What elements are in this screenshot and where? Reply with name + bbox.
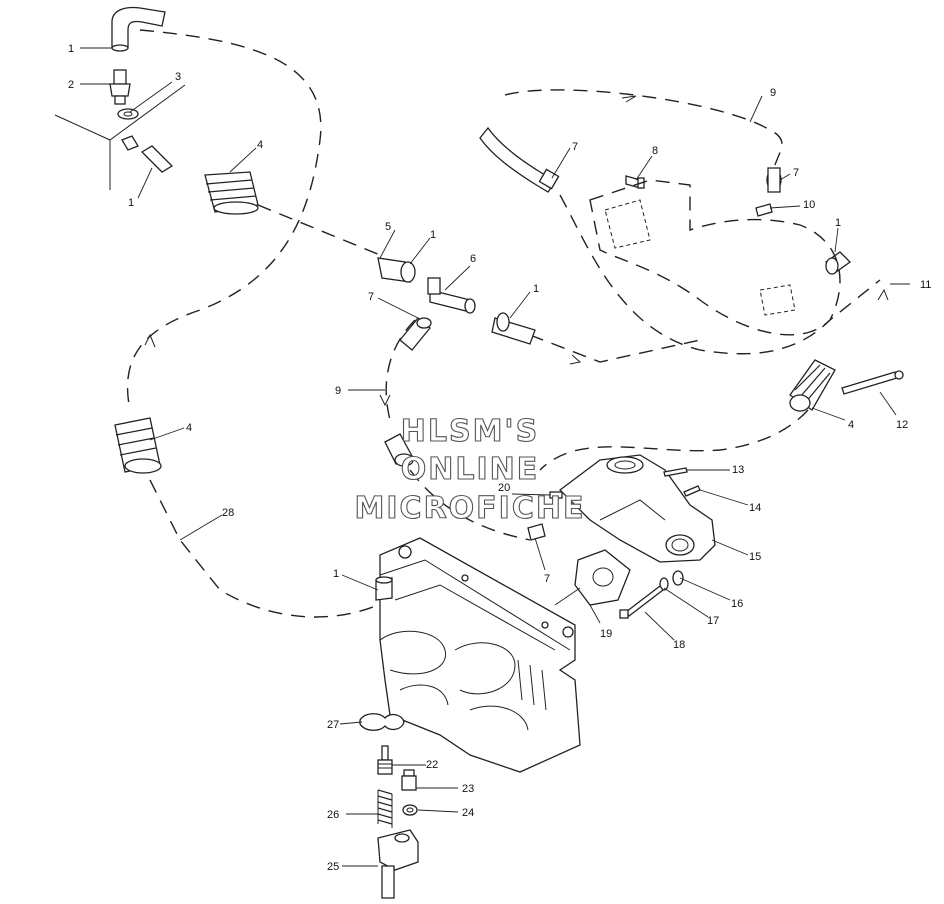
callout-25: 25 — [327, 861, 339, 873]
callout-1: 1 — [835, 217, 841, 229]
fitting-part-1-right — [824, 251, 852, 275]
spring-part-26 — [377, 789, 393, 828]
flow-arrow-left — [144, 333, 156, 348]
hose-elbow-top — [111, 6, 166, 52]
watermark-line-2: ONLINE — [401, 452, 540, 487]
valve-part-22 — [377, 745, 393, 775]
callout-12: 12 — [896, 419, 908, 431]
fitting-part-8 — [625, 175, 645, 189]
callout-27: 27 — [327, 719, 339, 731]
callout-4: 4 — [257, 139, 263, 151]
gasket-part-27 — [359, 713, 405, 731]
callout-1: 1 — [128, 197, 134, 209]
callout-26: 26 — [327, 809, 339, 821]
fitting-part-23 — [401, 769, 417, 791]
callout-24: 24 — [462, 807, 474, 819]
carburetor-body-part-25 — [377, 829, 419, 899]
bellows-coupler-part-4 — [204, 171, 259, 215]
bolt-part-18 — [619, 585, 664, 619]
callout-6: 6 — [470, 253, 476, 265]
pump-housing-outline — [589, 179, 841, 336]
hose-part-1-mid — [491, 312, 536, 345]
watermark-line-1: HLSM'S — [401, 414, 539, 449]
hose-part-7-middle — [384, 433, 414, 467]
callout-4: 4 — [186, 422, 192, 434]
screw-part-14 — [683, 485, 701, 497]
exhaust-manifold-part-15 — [559, 454, 716, 563]
flow-arrow-right — [877, 288, 889, 301]
flow-arrow-down — [379, 394, 391, 407]
callout-9: 9 — [770, 87, 776, 99]
washer-part-3 — [117, 108, 139, 120]
callout-22: 22 — [426, 759, 438, 771]
screw-part-13 — [663, 467, 688, 477]
hose-part-7-left — [399, 317, 432, 351]
callout-7: 7 — [572, 141, 578, 153]
callout-8: 8 — [652, 145, 658, 157]
callout-23: 23 — [462, 783, 474, 795]
callout-1: 1 — [430, 229, 436, 241]
rod-part-12 — [841, 370, 904, 395]
callout-14: 14 — [749, 502, 761, 514]
callout-18: 18 — [673, 639, 685, 651]
callout-20: 20 — [498, 482, 510, 494]
washer-part-16 — [672, 570, 684, 586]
watermark-line-3: MICROFICHE — [355, 491, 586, 526]
fitting-part-2 — [109, 69, 131, 105]
clamp-part-7-lower — [527, 523, 546, 541]
callout-13: 13 — [732, 464, 744, 476]
hull-panel-outline — [54, 84, 186, 190]
callout-5: 5 — [385, 221, 391, 233]
leader-lines — [80, 47, 910, 867]
callout-19: 19 — [600, 628, 612, 640]
tee-fitting-part-6 — [427, 277, 476, 314]
callout-16: 16 — [731, 598, 743, 610]
fitting-part-1-block — [375, 576, 393, 601]
callout-7: 7 — [368, 291, 374, 303]
hose-part-7-top — [479, 126, 560, 193]
fitting-part-10 — [755, 203, 773, 217]
engine-cylinder-block — [379, 537, 581, 773]
callout-2: 2 — [68, 79, 74, 91]
callout-28: 28 — [222, 507, 234, 519]
washer-part-24 — [402, 804, 418, 816]
callout-7: 7 — [544, 573, 550, 585]
bellows-part-4-left — [114, 417, 162, 474]
bellows-part-4-right — [789, 359, 836, 412]
hose-routing-lines — [126, 29, 889, 618]
gasket-part-19 — [574, 549, 631, 606]
hose-clamp-part-5 — [377, 257, 416, 283]
small-tube-part-1 — [121, 135, 174, 173]
callout-3: 3 — [175, 71, 181, 83]
watermark: HLSM'S ONLINE MICROFICHE — [354, 413, 586, 526]
callout-1: 1 — [533, 283, 539, 295]
washer-part-17 — [659, 577, 669, 591]
part-callout-labels: 1 2 3 1 4 5 1 6 7 1 9 7 8 9 7 10 1 11 4 … — [68, 43, 931, 873]
callout-10: 10 — [803, 199, 815, 211]
callout-1: 1 — [68, 43, 74, 55]
callout-1: 1 — [333, 568, 339, 580]
callout-11: 11 — [920, 279, 931, 291]
callout-9: 9 — [335, 385, 341, 397]
callout-4: 4 — [848, 419, 854, 431]
callout-17: 17 — [707, 615, 719, 627]
flow-arrow-mid — [569, 354, 582, 365]
callout-7: 7 — [793, 167, 799, 179]
hose-part-7-right — [766, 167, 782, 193]
flow-arrow-top — [621, 95, 637, 103]
callout-15: 15 — [749, 551, 761, 563]
